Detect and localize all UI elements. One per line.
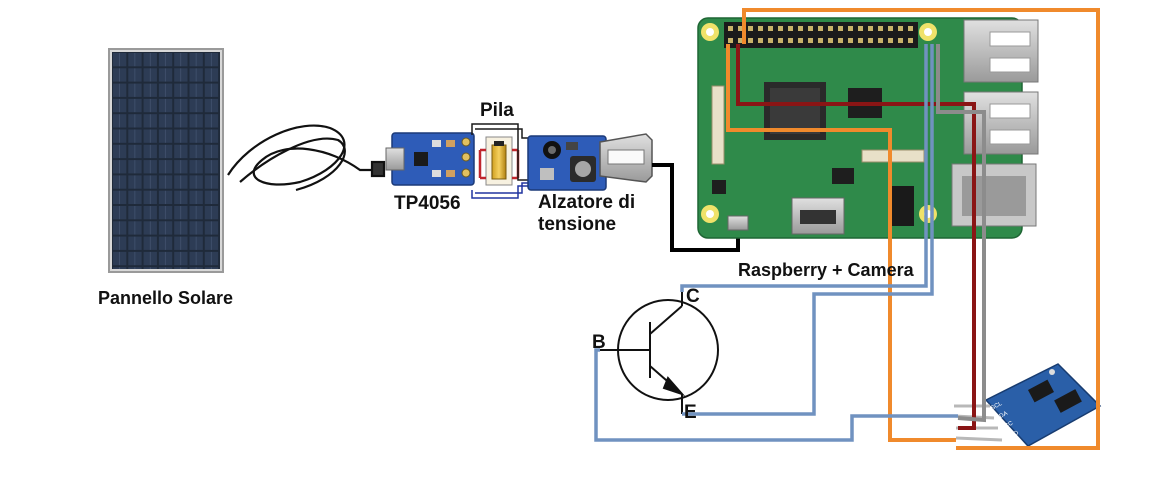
battery-wires — [471, 123, 532, 199]
charger-label: TP4056 — [394, 193, 461, 214]
battery-label: Pila — [480, 100, 514, 121]
transistor-collector-label: C — [686, 286, 700, 307]
tp4056-board — [385, 132, 475, 186]
booster-label: Alzatore di tensione — [538, 192, 636, 235]
solar-panel-label: Pannello Solare — [98, 288, 234, 308]
usb-power-cable — [652, 163, 740, 252]
rtc-pin-label: GND — [1005, 430, 1020, 442]
raspberry-label: Raspberry + Camera — [738, 260, 914, 280]
blue-wire-base — [594, 348, 958, 442]
blue-wire-emitter — [682, 44, 934, 416]
boost-converter-board — [527, 135, 607, 191]
orange-wire-outer — [742, 8, 1100, 450]
rtc-pin-labels: SCL SDA VCC GND — [990, 401, 1020, 442]
rtc-pin-label: VCC — [1000, 420, 1015, 432]
gray-wire — [936, 44, 986, 423]
red-wire — [736, 44, 976, 430]
rtc-pin-label: SDA — [995, 411, 1009, 422]
transistor-emitter-label: E — [684, 402, 697, 423]
solar-panel-cable — [227, 124, 386, 192]
orange-wire-inner — [726, 44, 956, 442]
npn-transistor-symbol — [600, 292, 719, 414]
usb-output-port — [599, 133, 653, 183]
battery — [478, 136, 520, 186]
transistor-base-label: B — [592, 332, 606, 353]
solar-panel — [108, 48, 224, 273]
blue-wire-collector — [680, 44, 928, 292]
rtc-pin-label: SCL — [990, 401, 1004, 412]
